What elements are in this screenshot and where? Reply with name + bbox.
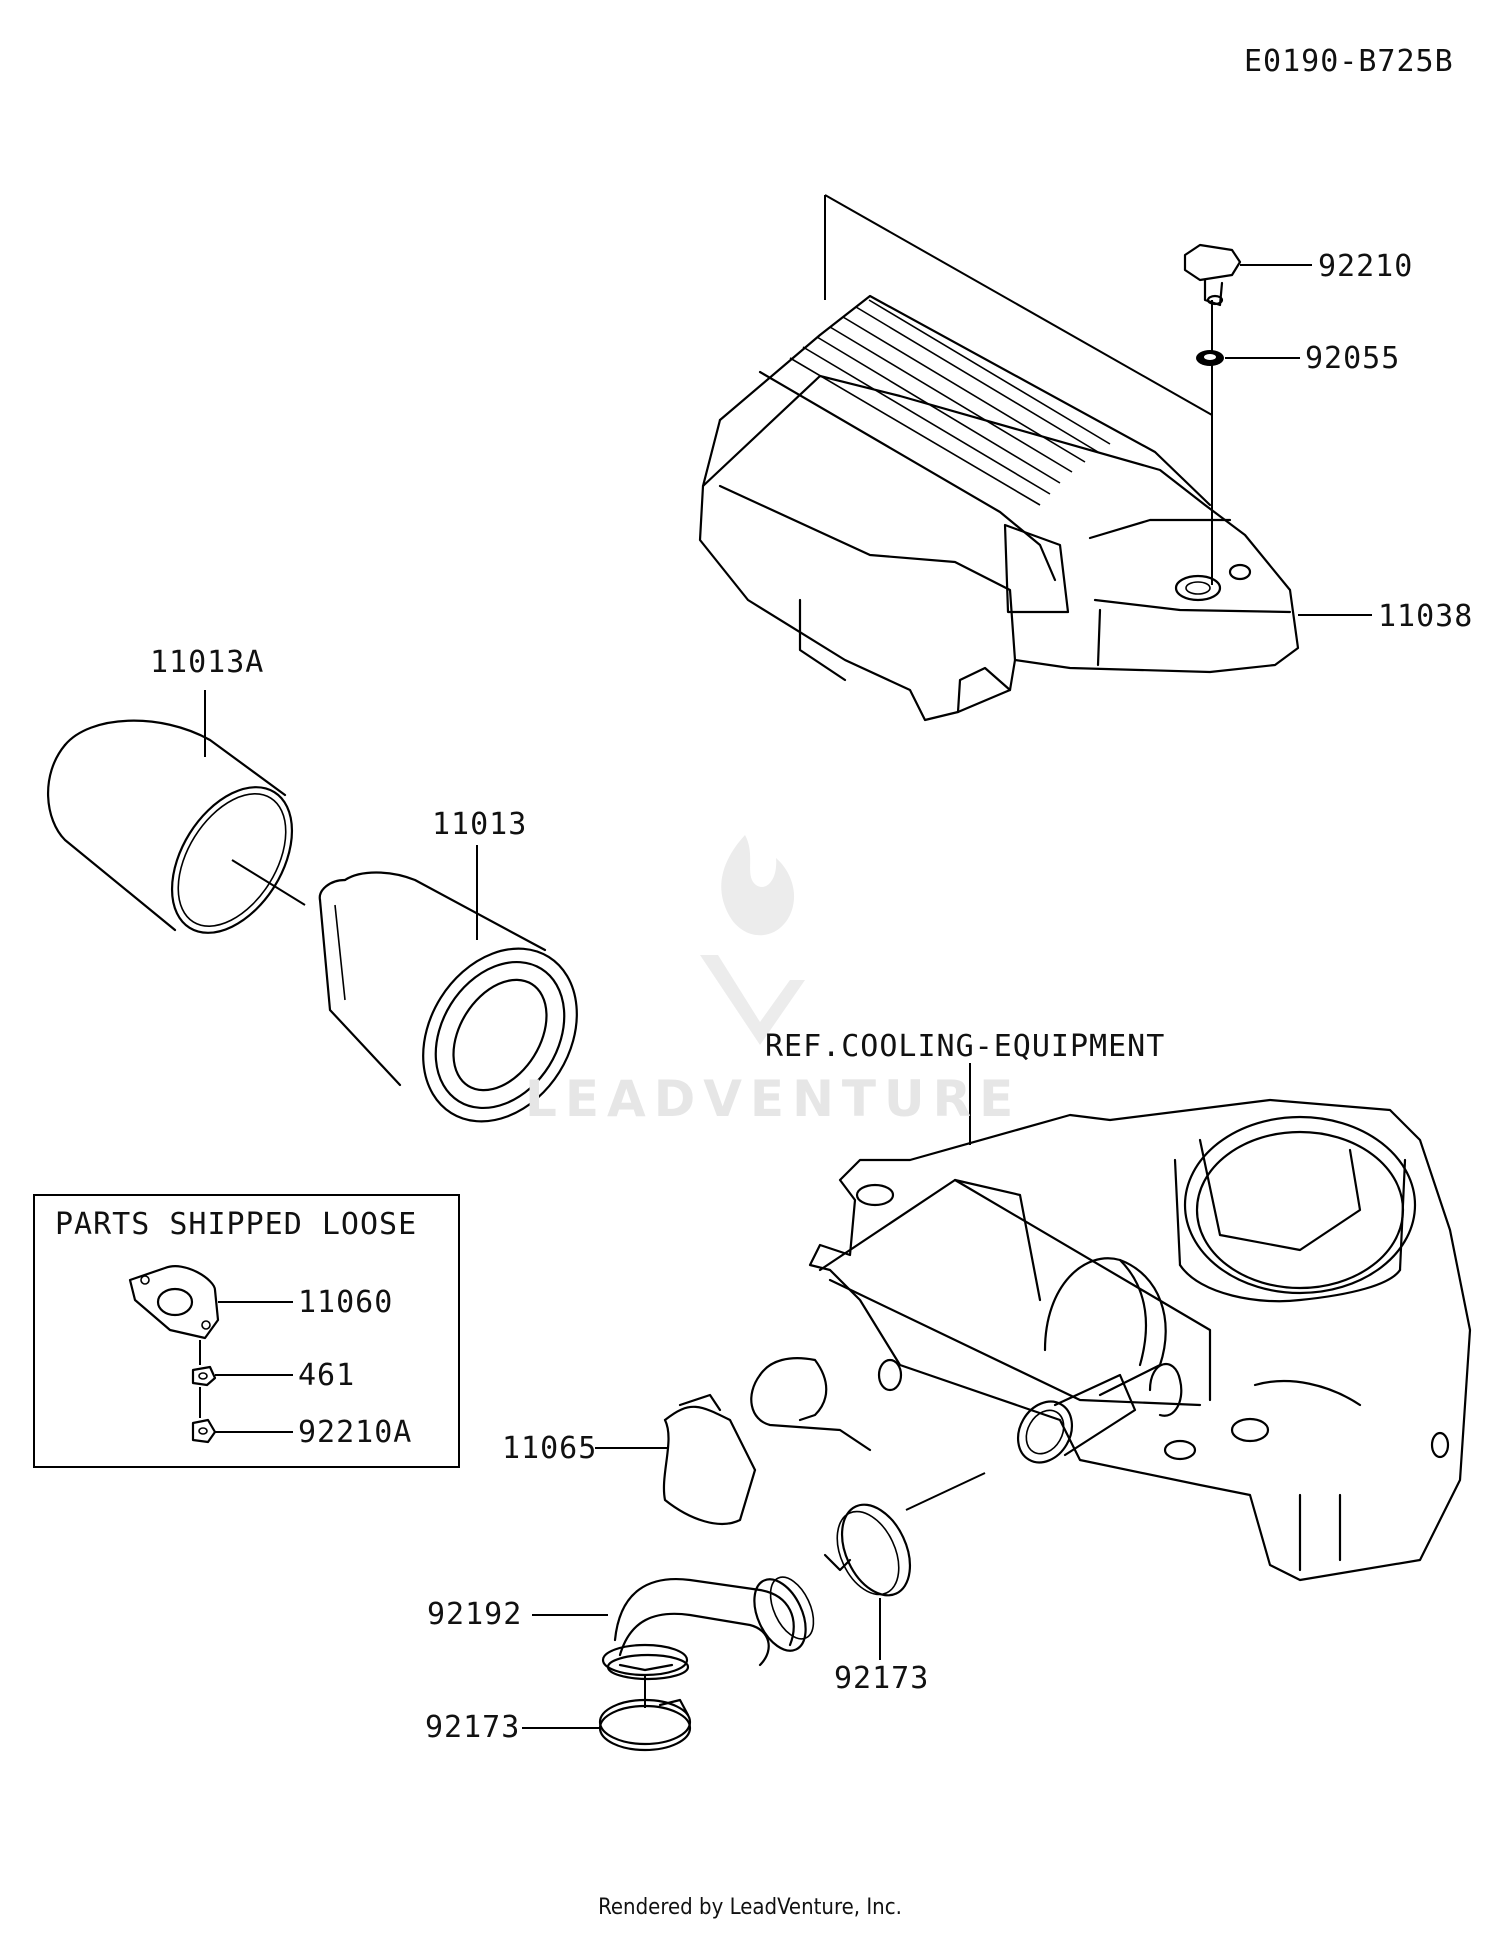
parts-shipped-loose-box <box>33 1194 460 1468</box>
callout-92173-right: 92173 <box>834 1661 930 1696</box>
callout-92192: 92192 <box>427 1597 523 1632</box>
callout-92210: 92210 <box>1318 249 1414 284</box>
callout-11013: 11013 <box>432 807 528 842</box>
air-hose-92192 <box>601 1576 815 1681</box>
air-cleaner-cover-11038 <box>698 294 1300 722</box>
inset-box-title: PARTS SHIPPED LOOSE <box>55 1207 418 1242</box>
cooling-equipment-housing <box>808 1098 1472 1582</box>
air-filter-element-11013 <box>318 871 578 1123</box>
nut-92210a <box>191 1418 217 1444</box>
callout-92173-left: 92173 <box>425 1710 521 1745</box>
watermark-logo-icon <box>700 835 805 1045</box>
ref-cooling-equipment-label: REF.COOLING-EQUIPMENT <box>765 1029 1166 1064</box>
callout-92055: 92055 <box>1305 341 1401 376</box>
diagram-code: E0190-B725B <box>1244 44 1454 79</box>
callout-11038: 11038 <box>1378 599 1474 634</box>
intake-adapter-11065 <box>662 1357 872 1525</box>
callout-11065: 11065 <box>502 1431 598 1466</box>
hose-clamp-92173-right <box>823 1503 912 1597</box>
nut-461 <box>191 1365 217 1387</box>
inset-part-11060: 11060 <box>298 1285 394 1320</box>
callout-11013a: 11013A <box>150 645 265 680</box>
footer-credit: Rendered by LeadVenture, Inc. <box>598 1895 902 1920</box>
wing-nut-92210 <box>1183 243 1242 307</box>
pre-cleaner-11013a <box>46 719 294 934</box>
inset-part-461: 461 <box>298 1358 356 1393</box>
gasket-11060 <box>128 1265 220 1340</box>
watermark-text: LEADVENTURE <box>525 1070 1022 1128</box>
inset-part-92210a: 92210A <box>298 1415 413 1450</box>
